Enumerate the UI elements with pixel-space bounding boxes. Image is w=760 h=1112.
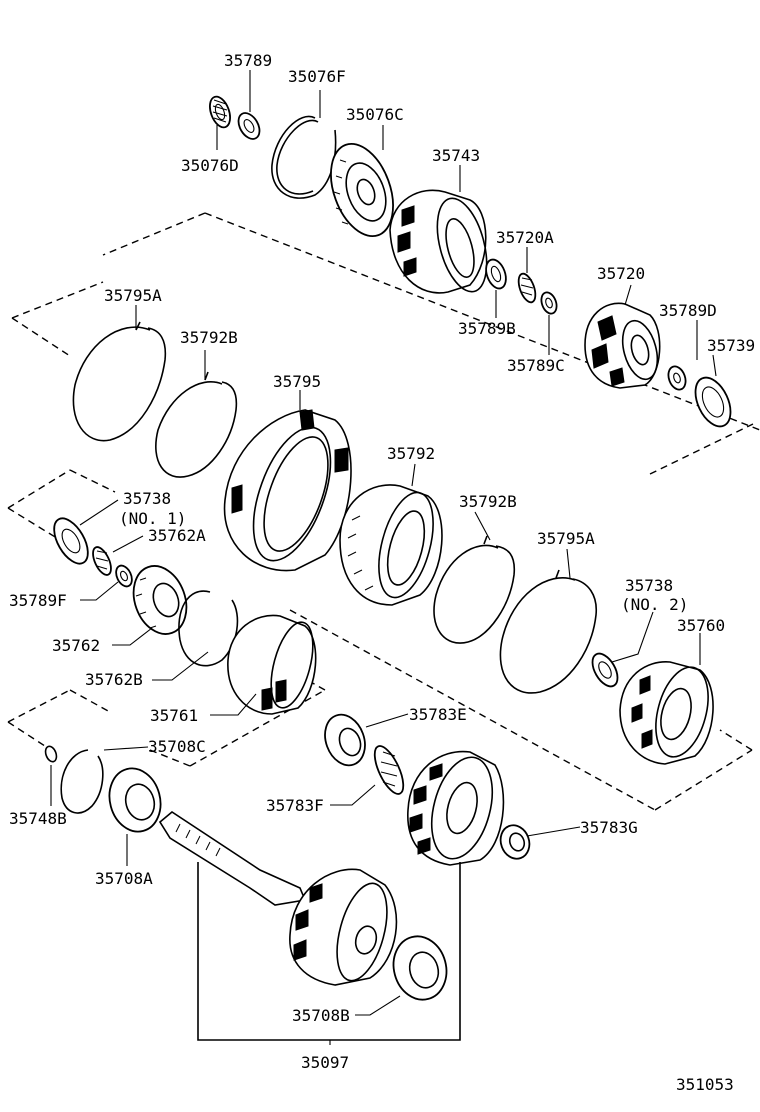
label-35738-no1: 35738 (123, 489, 171, 508)
label-35792B-upper: 35792B (180, 328, 238, 347)
part-35076D-thrust-bearing (209, 95, 231, 129)
label-35708B: 35708B (292, 1006, 350, 1025)
label-35748B: 35748B (9, 809, 67, 828)
part-35795-brake-drum (223, 409, 352, 572)
label-35789: 35789 (224, 51, 272, 70)
part-35761-drum (227, 614, 317, 715)
part-35783G-nut (499, 824, 531, 860)
part-35076F-snap-ring (271, 115, 337, 199)
label-35760: 35760 (677, 616, 725, 635)
part-35076C-clutch-hub (330, 142, 394, 238)
label-35708A: 35708A (95, 869, 153, 888)
label-35762A: 35762A (148, 526, 206, 545)
label-35792B-middle: 35792B (459, 492, 517, 511)
part-35783E-bearing (324, 713, 366, 767)
label-35789B: 35789B (458, 319, 516, 338)
part-35792B-snap-ring-upper (155, 371, 238, 478)
group-outline-upper (11, 212, 760, 475)
label-35792: 35792 (387, 444, 435, 463)
label-35795A-upper: 35795A (104, 286, 162, 305)
group-outline-lower-right (189, 609, 753, 811)
label-35738-no1-sub: (NO. 1) (119, 509, 186, 528)
label-35097: 35097 (301, 1053, 349, 1072)
label-35783E: 35783E (409, 705, 467, 724)
assembly-bracket-35097 (197, 862, 461, 1041)
part-35795A-snap-ring-middle (499, 569, 598, 694)
part-35789C-washer (540, 291, 558, 315)
label-35738-no2-sub: (NO. 2) (621, 595, 688, 614)
part-35708C-snap-ring (60, 749, 104, 814)
part-35789F-washer (115, 564, 133, 588)
label-35795A-middle: 35795A (537, 529, 595, 548)
label-35762B: 35762B (85, 670, 143, 689)
group-outline-left (7, 469, 116, 541)
part-35708A-bearing (108, 767, 162, 833)
part-35789B-race (485, 258, 507, 290)
label-35761: 35761 (150, 706, 198, 725)
part-35738-no1-thrust-washer (53, 517, 89, 565)
label-35789F: 35789F (9, 591, 67, 610)
part-counter-driven-gear (407, 750, 505, 866)
part-35792B-snap-ring-middle (433, 535, 516, 644)
leader-lines (50, 70, 717, 1045)
label-35783F: 35783F (266, 796, 324, 815)
label-35795: 35795 (273, 372, 321, 391)
figure-number: 351053 (676, 1075, 734, 1094)
label-35720A: 35720A (496, 228, 554, 247)
label-35708C: 35708C (148, 737, 206, 756)
part-35762B-snap-ring (178, 590, 239, 667)
label-35076C: 35076C (346, 105, 404, 124)
label-35762: 35762 (52, 636, 100, 655)
label-35720: 35720 (597, 264, 645, 283)
part-35795A-snap-ring-upper (72, 321, 167, 442)
part-labels: 35789 35076F 35076C 35076D 35743 35720A … (9, 51, 755, 1094)
label-35739: 35739 (707, 336, 755, 355)
label-35789D: 35789D (659, 301, 717, 320)
part-35760-clutch-drum (619, 661, 714, 765)
part-35762-sun-gear (132, 565, 188, 635)
label-35076F: 35076F (288, 67, 346, 86)
part-35720-planetary-carrier (584, 302, 661, 389)
part-35739-thrust-washer (694, 376, 732, 428)
label-35076D: 35076D (181, 156, 239, 175)
part-35743-clutch-drum (389, 189, 488, 294)
part-35748B-snap-ring (44, 745, 58, 763)
part-35708B-bearing (392, 935, 448, 1001)
part-35720A-thrust-bearing (517, 272, 537, 304)
part-35792-one-way-clutch (339, 484, 443, 606)
label-35743: 35743 (432, 146, 480, 165)
part-35789D-washer (667, 365, 687, 391)
part-35762A-thrust-bearing (92, 546, 112, 576)
label-35783G: 35783G (580, 818, 638, 837)
part-35738-no2-thrust-washer (591, 652, 619, 688)
part-35789-race (237, 112, 261, 140)
label-35789C: 35789C (507, 356, 565, 375)
label-35738-no2: 35738 (625, 576, 673, 595)
part-35783F-thrust-bearing (373, 745, 405, 795)
part-35097-intermediate-shaft (158, 811, 398, 986)
